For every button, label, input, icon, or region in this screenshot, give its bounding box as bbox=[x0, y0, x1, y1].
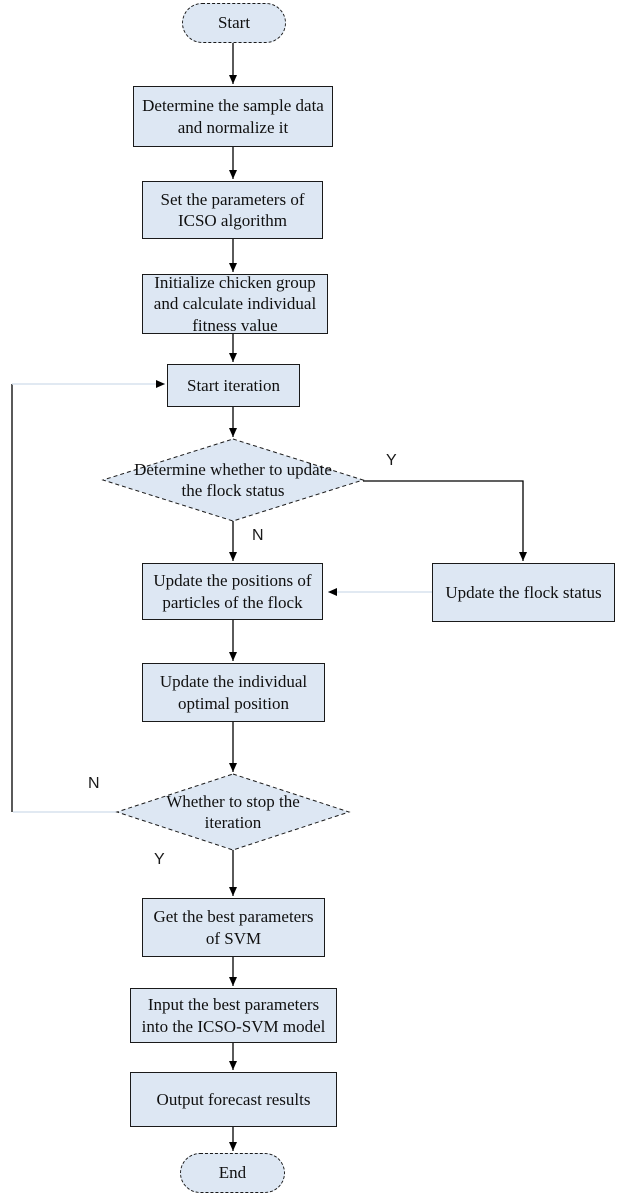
node-start: Start bbox=[182, 3, 286, 43]
node-end-label: End bbox=[218, 1163, 247, 1183]
node-set-parameters: Set the parameters of ICSO algorithm bbox=[142, 181, 323, 239]
edge-label-no-stop: N bbox=[88, 775, 100, 792]
node-output-results-label: Output forecast results bbox=[156, 1089, 311, 1109]
node-best-parameters: Get the best parameters of SVM bbox=[142, 898, 325, 957]
decision-update-flock-shape bbox=[101, 438, 365, 522]
node-start-iteration-label: Start iteration bbox=[186, 375, 280, 395]
node-update-optimal: Update the individual optimal position bbox=[142, 663, 325, 722]
node-update-positions-label: Update the positions of particles of the… bbox=[153, 571, 312, 612]
node-sample-data-label: Determine the sample data and normalize … bbox=[142, 96, 324, 137]
edge-yes-update-flock bbox=[363, 480, 527, 561]
decision-stop-iteration-shape bbox=[115, 773, 351, 851]
edge-label-no-update: N bbox=[252, 527, 264, 544]
edge-label-yes-stop: Y bbox=[154, 851, 165, 868]
node-input-model: Input the best parameters into the ICSO-… bbox=[130, 988, 337, 1043]
edge-label-yes-update: Y bbox=[386, 452, 397, 469]
node-start-iteration: Start iteration bbox=[167, 364, 300, 407]
node-update-flock-status-label: Update the flock status bbox=[445, 582, 602, 602]
node-initialize-group: Initialize chicken group and calculate i… bbox=[142, 273, 328, 335]
node-update-flock-status: Update the flock status bbox=[432, 563, 615, 622]
node-sample-data: Determine the sample data and normalize … bbox=[133, 86, 333, 147]
node-set-parameters-label: Set the parameters of ICSO algorithm bbox=[160, 189, 305, 230]
node-update-optimal-label: Update the individual optimal position bbox=[159, 672, 308, 713]
node-input-model-label: Input the best parameters into the ICSO-… bbox=[141, 995, 326, 1036]
node-update-positions: Update the positions of particles of the… bbox=[142, 563, 323, 620]
node-best-parameters-label: Get the best parameters of SVM bbox=[153, 907, 314, 948]
node-output-results: Output forecast results bbox=[130, 1072, 337, 1127]
node-initialize-group-label: Initialize chicken group and calculate i… bbox=[153, 273, 317, 335]
node-end: End bbox=[180, 1153, 285, 1193]
node-start-label: Start bbox=[217, 13, 251, 33]
